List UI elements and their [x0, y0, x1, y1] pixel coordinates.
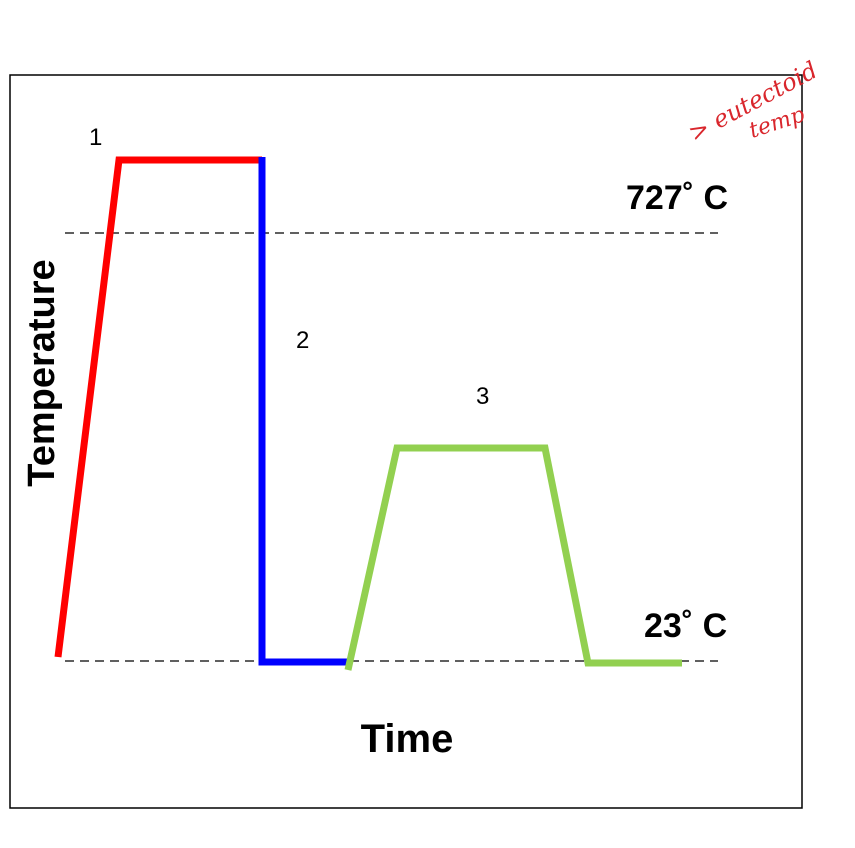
- eutectoid-temperature-label: 727˚ C: [626, 179, 728, 217]
- y-axis-label: Temperature: [21, 259, 63, 486]
- stage-1-heating-segment: [54, 156, 262, 658]
- stage-3-tempering-segment: [344, 444, 682, 671]
- diagram-frame: [9, 74, 803, 809]
- stage-2-quench-segment: [258, 157, 347, 666]
- room-temperature-label: 23˚ C: [644, 607, 727, 645]
- x-axis-label: Time: [361, 717, 454, 761]
- stage-1-label: 1: [89, 124, 102, 151]
- stage-3-label: 3: [476, 383, 489, 410]
- stage-2-label: 2: [296, 327, 309, 354]
